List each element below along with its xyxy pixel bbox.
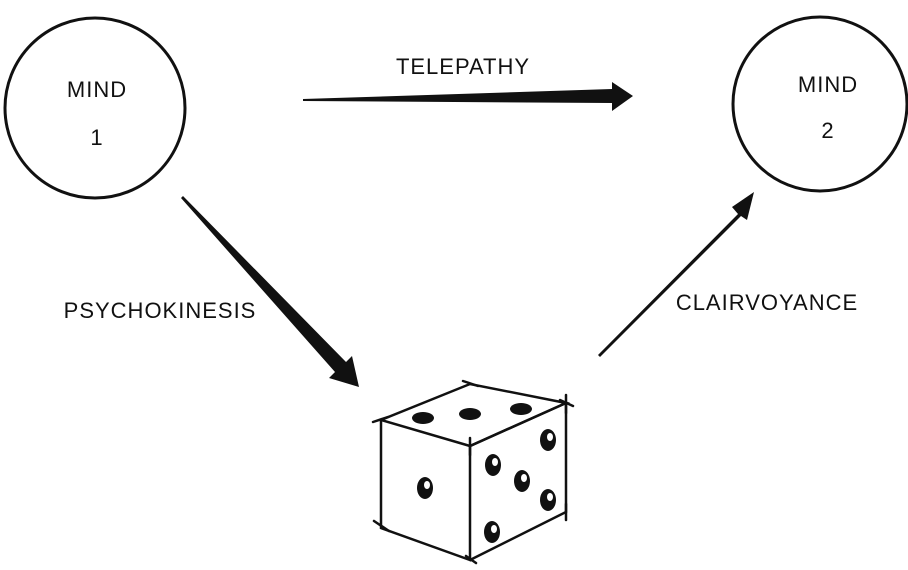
die-pip (417, 477, 433, 499)
clairvoyance-arrow-shape (598, 192, 754, 357)
die-pip-highlight (547, 493, 553, 501)
die-pip-highlights (424, 433, 553, 533)
die-pip (459, 408, 481, 420)
clairvoyance-arrow: CLAIRVOYANCE (598, 192, 858, 357)
clairvoyance-label: CLAIRVOYANCE (676, 290, 858, 315)
mind-2-node: MIND 2 (733, 17, 907, 191)
telepathy-arrow-shape (303, 82, 633, 111)
die-pip (412, 412, 434, 424)
die-pip (485, 454, 501, 476)
mind-1-node: MIND 1 (5, 18, 185, 198)
die-pip-highlight (491, 525, 497, 533)
psychokinesis-arrow: PSYCHOKINESIS (64, 196, 359, 387)
telepathy-arrow: TELEPATHY (303, 54, 633, 111)
die-pip (540, 489, 556, 511)
die-pip (484, 521, 500, 543)
die-pip (510, 403, 532, 415)
mind-2-number: 2 (821, 118, 834, 143)
die-pip-highlight (547, 433, 553, 441)
mind-1-number: 1 (90, 125, 103, 150)
mind-2-circle (733, 17, 907, 191)
die-pip-highlight (492, 458, 498, 466)
psychokinesis-arrow-shape (181, 196, 359, 387)
die-pip-highlight (424, 481, 430, 489)
telepathy-label: TELEPATHY (396, 54, 530, 79)
mind-1-title: MIND (67, 77, 127, 102)
mind-1-circle (5, 18, 185, 198)
die-pip-highlight (521, 474, 527, 482)
die-pip (514, 470, 530, 492)
die-pips (412, 403, 556, 543)
die-pip (540, 429, 556, 451)
psychokinesis-label: PSYCHOKINESIS (64, 298, 257, 323)
mind-2-title: MIND (798, 72, 858, 97)
